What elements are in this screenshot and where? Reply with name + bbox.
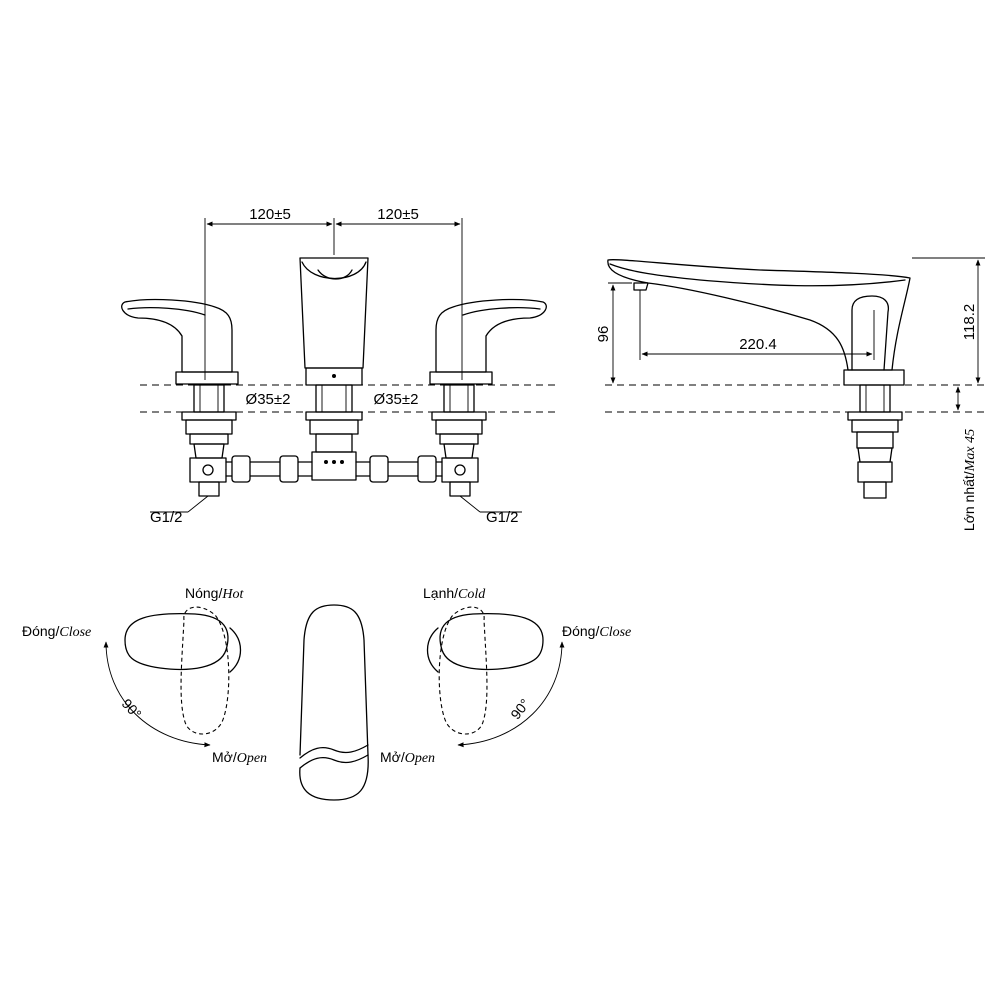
thread-left-label: G1/2 [150,509,183,526]
hole-left-label: Ø35±2 [246,391,291,408]
side-view: 96 220.4 118.2 Lớn nhất/Max 45 [595,257,985,531]
right-handle-front [429,298,547,385]
spout-outlet-height-label: 96 [595,326,612,343]
spout-top [299,604,369,801]
right-handle-top: 90° [426,606,565,748]
open-right-label: Mở/Open [380,749,435,766]
spacing-right-label: 120±5 [377,206,419,223]
hole-right-label: Ø35±2 [374,391,419,408]
thread-right-label: G1/2 [486,509,519,526]
left-handle-front [121,298,239,385]
open-left-label: Mở/Open [212,749,267,766]
side-shank [847,384,903,499]
right-angle-label: 90° [507,696,533,723]
shanks-below-deck [181,384,487,497]
connecting-pipes [225,455,443,483]
thread-left-leader [187,495,209,513]
cold-label: Lạnh/Cold [423,585,486,602]
top-view: 90° 90° Nóng/Hot Lạnh/Cold Đóng/Close Đó… [22,585,631,801]
left-handle-top: 90° [103,606,242,748]
front-view: 120±5 120±5 [121,206,560,526]
spout-side [607,259,911,386]
spacing-dimension: 120±5 120±5 [204,206,463,380]
thread-right-leader [459,495,481,513]
spout-reach-label: 220.4 [739,336,777,353]
spout-front [299,257,369,386]
deck-thickness-label: Lớn nhất/Max 45 [961,429,978,531]
close-right-label: Đóng/Close [562,623,631,640]
close-left-label: Đóng/Close [22,623,91,640]
hot-label: Nóng/Hot [185,585,244,602]
spacing-left-label: 120±5 [249,206,291,223]
total-height-label: 118.2 [961,304,978,340]
